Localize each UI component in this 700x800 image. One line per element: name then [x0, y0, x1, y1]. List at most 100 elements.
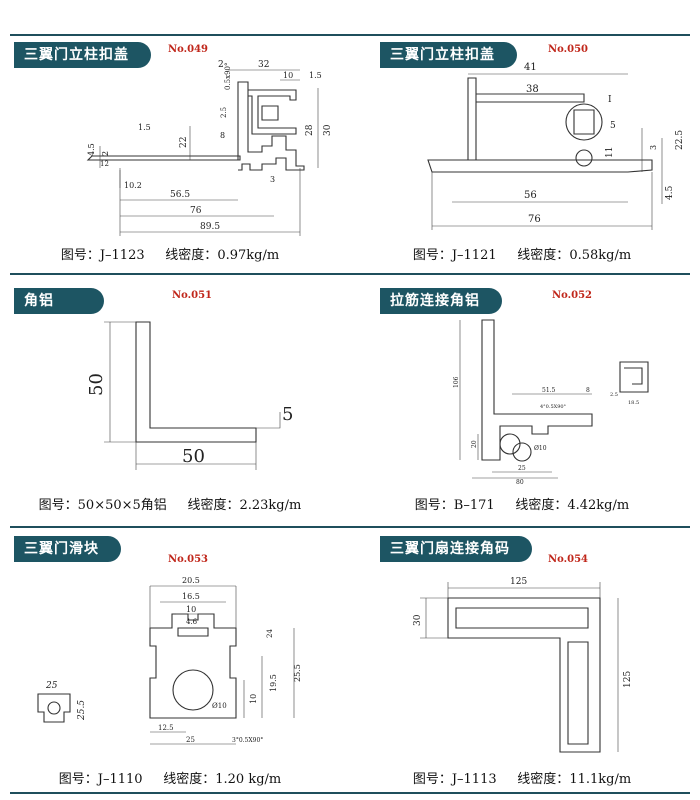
panel-052: 拉筋连接角铝 No.052 106 51.5 8 4°0.5X90° 20 25… — [352, 284, 692, 544]
dim-30: 30 — [323, 124, 333, 136]
panel-053: 三翼门滑块 No.053 20.5 16.5 10 4.6 24 25.5 19… — [0, 532, 340, 792]
caption: 图号：J–1121 线密度：0.58kg/m — [352, 244, 692, 263]
dim-19-5: 19.5 — [269, 674, 278, 692]
dim-28: 28 — [305, 124, 315, 136]
profile-drawing-050: 41 38 I 5 22.5 11 3 4.5 56 76 — [427, 62, 685, 230]
density-value: 4.42kg/m — [567, 498, 630, 513]
density-label: 线密度： — [517, 772, 570, 787]
panel-050: 三翼门立柱扣盖 No.050 41 38 I 5 22.5 11 3 4.5 5… — [352, 38, 692, 298]
caption: 图号：B–171 线密度：4.42kg/m — [352, 494, 692, 513]
code-value: 50×50×5角铝 — [77, 498, 167, 513]
density-label: 线密度： — [515, 498, 568, 513]
code-value: J–1123 — [99, 248, 145, 263]
dim-80: 80 — [516, 479, 524, 486]
dim-25: 25 — [518, 465, 526, 472]
panel-title: 三翼门立柱扣盖 — [380, 42, 517, 68]
dim-38: 38 — [526, 84, 539, 95]
dim-16-5: 16.5 — [182, 592, 200, 601]
dim-20-5: 20.5 — [182, 576, 200, 585]
code-label: 图号： — [58, 772, 98, 787]
dim-3: 3 — [270, 175, 275, 184]
panel-title: 三翼门扇连接角码 — [380, 536, 532, 562]
dim-89-5: 89.5 — [200, 222, 220, 232]
dim-50-horizontal: 50 — [182, 446, 205, 467]
code-label: 图号： — [412, 772, 452, 787]
dim-20: 20 — [471, 440, 478, 448]
dim-8: 8 — [586, 387, 590, 394]
dim-125-vertical: 125 — [623, 671, 633, 688]
panel-number: No.054 — [548, 554, 588, 565]
dim-106: 106 — [453, 376, 460, 388]
dim-4x90: 4°0.5X90° — [540, 404, 567, 410]
dim-I: I — [608, 95, 612, 105]
dim-12: 12 — [100, 160, 109, 168]
code-value: J–1110 — [97, 772, 143, 787]
bottom-rule — [10, 792, 690, 794]
dim-4-5: 4.5 — [665, 185, 675, 200]
dim-11: 11 — [605, 147, 615, 158]
rule-2 — [10, 526, 690, 528]
dim-4-6: 4.6 — [186, 618, 198, 626]
code-value: J–1121 — [451, 248, 497, 263]
panel-title: 三翼门滑块 — [14, 536, 121, 562]
density-value: 2.23kg/m — [239, 498, 302, 513]
dim-10: Ø10 — [534, 445, 547, 452]
panel-number: No.051 — [172, 290, 212, 301]
dim-3: 3 — [649, 145, 658, 150]
density-label: 线密度： — [187, 498, 240, 513]
panel-049: 三翼门立柱扣盖 No.049 32 2 10 1.5 0.5x90° 2.5 2… — [0, 38, 340, 298]
density-value: 0.58kg/m — [569, 248, 632, 263]
dim-18-5: 18.5 — [628, 400, 639, 406]
dim-10: 10 — [186, 605, 196, 614]
caption: 图号：J–1113 线密度：11.1kg/m — [352, 768, 692, 787]
top-rule — [10, 34, 690, 36]
panel-title: 拉筋连接角铝 — [380, 288, 502, 314]
density-value: 11.1kg/m — [569, 772, 632, 787]
dim-diameter-10: Ø10 — [212, 702, 227, 710]
dim-10: 10 — [283, 71, 293, 80]
panel-title: 三翼门立柱扣盖 — [14, 42, 151, 68]
dim-4-5: 4.5 — [87, 143, 96, 156]
dim-chamfer: 3°0.5X90° — [232, 737, 263, 744]
dim-1-5b: 1.5 — [138, 123, 151, 132]
profile-drawing-053: 20.5 16.5 10 4.6 24 25.5 19.5 10 Ø10 12.… — [37, 576, 302, 745]
dim-2-5: 2.5 — [220, 107, 228, 118]
density-label: 线密度： — [517, 248, 570, 263]
dim-56-5: 56.5 — [170, 190, 190, 200]
dim-24: 24 — [266, 629, 274, 638]
panel-title: 角铝 — [14, 288, 104, 314]
code-label: 图号： — [60, 248, 100, 263]
dim-25-5: 25.5 — [293, 664, 302, 682]
small-dim-25: 25 — [45, 681, 58, 691]
profile-drawing-054: 125 30 125 — [413, 577, 633, 753]
code-value: J–1113 — [451, 772, 497, 787]
code-label: 图号： — [38, 498, 78, 513]
panel-051: 角铝 No.051 50 5 50 图号：50×50×5角铝 线密度：2.23k… — [0, 284, 340, 544]
dim-25: 25 — [186, 736, 195, 744]
dim-8: 8 — [220, 131, 225, 140]
code-label: 图号： — [412, 248, 452, 263]
dim-12-5: 12.5 — [158, 724, 174, 732]
dim-1-5: 1.5 — [309, 71, 322, 80]
dim-2-5: 2.5 — [610, 392, 618, 398]
dim-56: 56 — [524, 190, 537, 201]
dim-5: 5 — [282, 404, 293, 425]
rule-1 — [10, 273, 690, 275]
dim-41: 41 — [524, 62, 537, 73]
caption: 图号：50×50×5角铝 线密度：2.23kg/m — [0, 494, 340, 513]
small-dim-25-5: 25.5 — [77, 700, 87, 721]
dim-2: 2 — [218, 60, 224, 70]
dim-22: 22 — [179, 137, 189, 148]
caption: 图号：J–1110 线密度：1.20 kg/m — [0, 768, 340, 787]
panel-number: No.050 — [548, 44, 588, 55]
density-value: 0.97kg/m — [217, 248, 280, 263]
panel-number: No.053 — [168, 554, 208, 565]
dim-32: 32 — [258, 60, 269, 70]
caption: 图号：J–1123 线密度：0.97kg/m — [0, 244, 340, 263]
dim-5: 5 — [610, 121, 616, 131]
code-label: 图号： — [414, 498, 454, 513]
profile-drawing-052: 106 51.5 8 4°0.5X90° 20 25 80 Ø10 18.5 2… — [453, 319, 649, 486]
code-value: B–171 — [453, 498, 495, 513]
panel-number: No.049 — [168, 44, 208, 55]
dim-50-vertical: 50 — [86, 373, 107, 396]
